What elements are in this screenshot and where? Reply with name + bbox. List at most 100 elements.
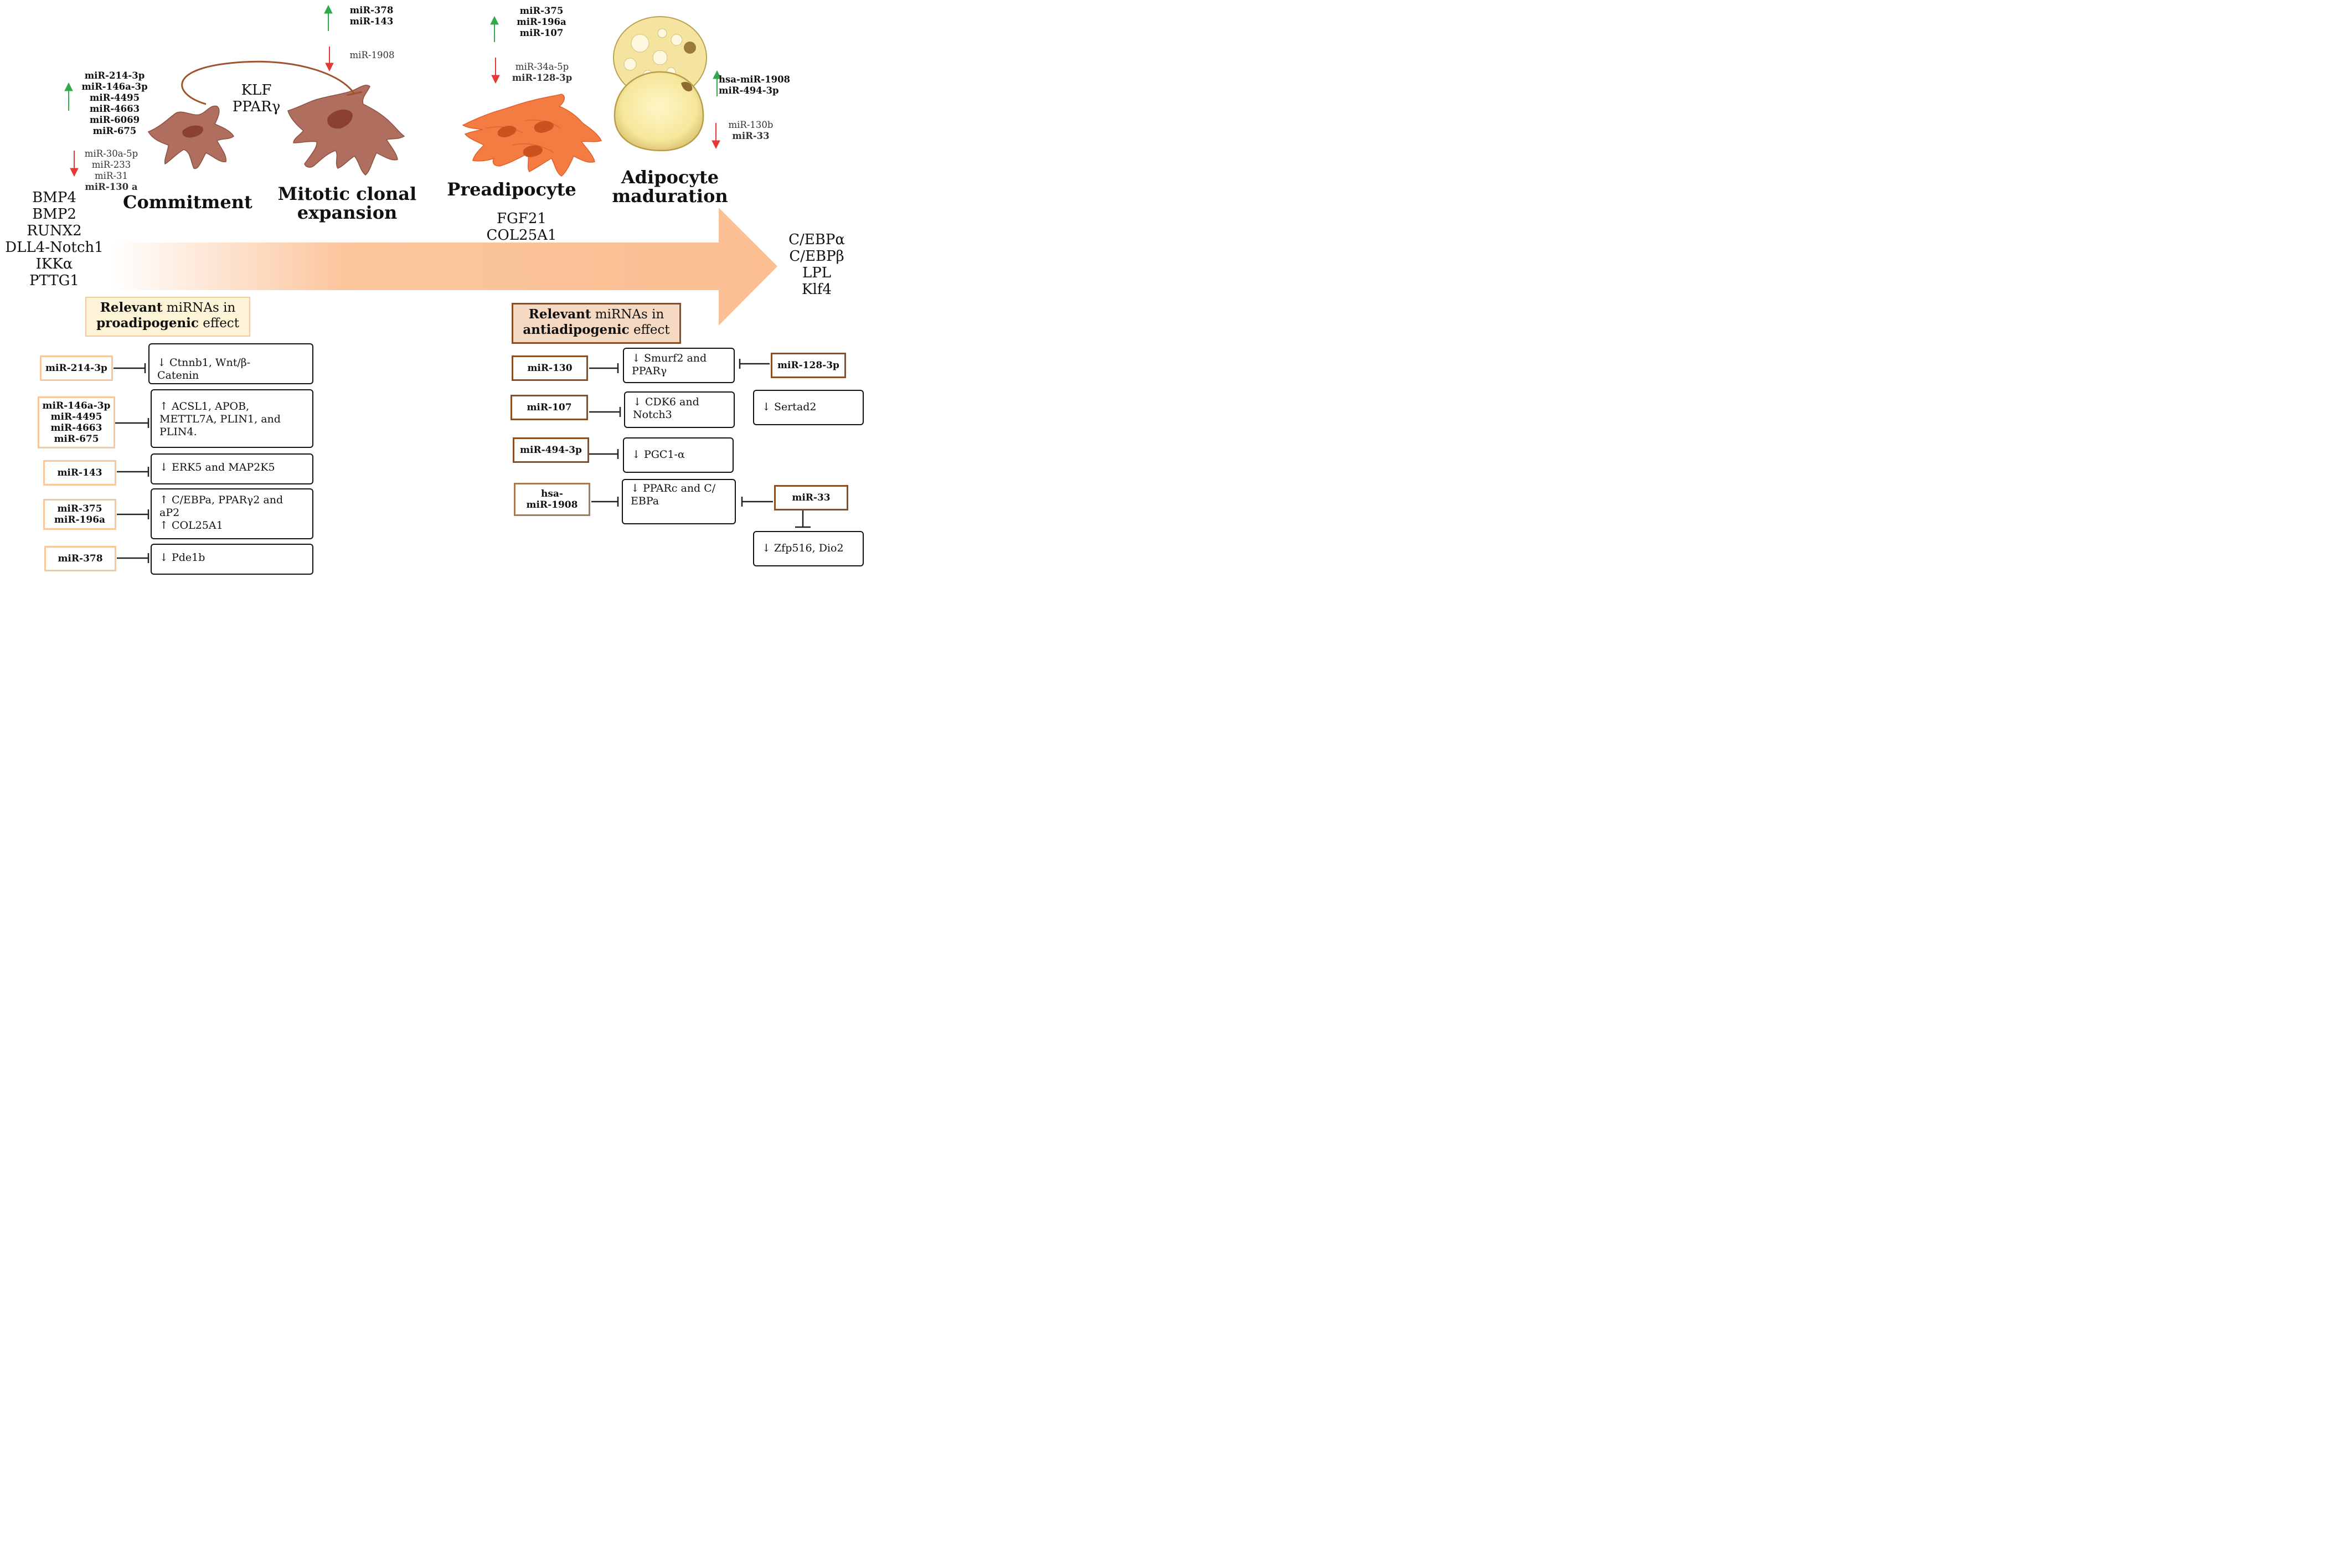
pro-target-box: ↑ ACSL1, APOB, METTL7A, PLIN1, and PLIN4… <box>151 389 313 448</box>
factor-bmp2: BMP2 <box>32 206 76 223</box>
factor-bmp4: BMP4 <box>32 189 76 206</box>
mir-label: miR-33 <box>792 492 831 503</box>
mir-item: miR-6069 <box>89 115 140 125</box>
mir-label: miR-128-3p <box>777 360 839 371</box>
differentiation-arrow <box>111 208 777 326</box>
stage-preadipocyte: Preadipocyte <box>447 179 576 200</box>
factor-ppar: PPARγ <box>232 99 281 115</box>
anti-target-box: ↓ CDK6 and Notch3 <box>624 391 735 428</box>
mir-label: miR-675 <box>54 434 99 445</box>
pro-mir-box: miR-214-3p <box>40 355 113 381</box>
anti-mir-box: miR-107 <box>511 395 588 420</box>
pro-inhibition-lines <box>114 363 149 563</box>
pro-header: Relevant miRNAs in proadipogenic effect <box>85 297 250 337</box>
anti-header-rest2: effect <box>629 323 670 337</box>
stage-mitotic-line2: expansion <box>297 202 398 223</box>
stage-adipocyte-line1: Adipocyte <box>621 167 719 188</box>
target-line: Catenin <box>157 369 199 381</box>
anti-inhibition-lines <box>589 359 811 528</box>
mir-item: miR-378 <box>349 5 394 16</box>
diagram-graphics <box>64 4 811 563</box>
mir-item: miR-146a-3p <box>81 81 148 92</box>
target-line: ↓ Smurf2 and <box>632 352 707 364</box>
pro-target-box: ↓ Pde1b <box>151 544 313 575</box>
pro-target-box: ↑ C/EBPa, PPARγ2 and aP2 ↑ COL25A1 <box>151 488 313 539</box>
mir-label: miR-1908 <box>526 499 578 510</box>
factor-klf: KLF <box>241 82 272 99</box>
stage-commitment: Commitment <box>123 192 252 213</box>
target-line: ↑ COL25A1 <box>159 519 223 532</box>
factor-col25a1: COL25A1 <box>486 227 557 244</box>
factor-cebpb: C/EBPβ <box>789 248 844 265</box>
left-factor-list: BMP4 BMP2 RUNX2 DLL4-Notch1 IKKα PTTG1 <box>0 189 109 289</box>
factor-klf4: Klf4 <box>802 281 832 298</box>
pro-mir-box: miR-375 miR-196a <box>43 499 116 530</box>
commitment-factors: KLF PPARγ <box>226 82 287 115</box>
commitment-cell <box>147 105 234 169</box>
klf-inhibition-curve <box>181 60 355 105</box>
mir-label: miR-214-3p <box>45 363 107 374</box>
mir-item: miR-675 <box>92 126 137 136</box>
mir-item: miR-31 <box>95 171 128 181</box>
target-line: aP2 <box>159 507 180 519</box>
mir-item: miR-34a-5p <box>515 61 569 72</box>
commitment-down-mirs: miR-30a-5p miR-233 miR-31 miR-130 a <box>75 148 147 193</box>
anti-target-box: ↓ PPARc and C/ EBPa <box>622 479 736 524</box>
pro-mir-box: miR-378 <box>44 546 116 571</box>
stage-mitotic: Mitotic clonal expansion <box>277 184 417 222</box>
mitotic-down-mirs: miR-1908 <box>340 50 404 61</box>
mir-item: miR-30a-5p <box>84 148 138 159</box>
stage-adipocyte-line2: maduration <box>612 185 728 207</box>
anti-target-box: ↓ Smurf2 and PPARγ <box>623 348 735 383</box>
mir-label: miR-143 <box>57 467 102 478</box>
anti-mir-box: miR-494-3p <box>513 437 589 463</box>
factor-pttg1: PTTG1 <box>29 272 79 289</box>
up-arrows <box>64 4 721 111</box>
target-line: ↓ ERK5 and MAP2K5 <box>159 461 275 473</box>
target-line: ↓ Ctnnb1, Wnt/β- <box>157 357 251 369</box>
target-line: PPARγ <box>632 365 667 377</box>
mir-item: miR-107 <box>519 28 564 38</box>
target-line: ↓ Zfp516, Dio2 <box>762 542 844 554</box>
mir-item: miR-128-3p <box>512 73 573 83</box>
pro-mir-box: miR-146a-3p miR-4495 miR-4663 miR-675 <box>38 396 115 448</box>
anti-header-rest1: miRNAs in <box>591 307 664 322</box>
mir-item: hsa-miR-1908 <box>719 74 791 85</box>
anti-target-box: ↓ PGC1-α <box>623 437 734 473</box>
mir-label: hsa- <box>540 488 563 499</box>
anti-mir-box: miR-130 <box>512 355 588 381</box>
factor-lpl: LPL <box>802 265 832 281</box>
factor-cebpa: C/EBPα <box>788 231 845 248</box>
stage-adipocyte: Adipocyte maduration <box>604 168 736 205</box>
target-line: ↓ Pde1b <box>159 551 205 564</box>
pro-header-bold1: Relevant <box>100 300 163 315</box>
mir-label: miR-375 <box>57 503 102 514</box>
mir-33-box: miR-33 <box>774 485 848 510</box>
mir-item: miR-233 <box>91 159 131 170</box>
zfp516-box: ↓ Zfp516, Dio2 <box>753 531 864 566</box>
mir-item: miR-130b <box>728 120 774 130</box>
pro-header-rest1: miRNAs in <box>162 301 236 315</box>
mitotic-up-mirs: miR-378 miR-143 <box>339 5 404 27</box>
mir-label: miR-4663 <box>50 422 102 434</box>
adipocyte-down-mirs: miR-130b miR-33 <box>723 120 778 142</box>
right-factor-list: C/EBPα C/EBPβ LPL Klf4 <box>781 231 853 298</box>
factor-fgf21: FGF21 <box>497 210 546 227</box>
preadipocyte-cells <box>462 94 602 177</box>
target-line: ↓ PPARc and C/ <box>631 482 716 494</box>
mir-label: miR-196a <box>54 514 106 525</box>
mir-item: miR-494-3p <box>719 85 779 96</box>
anti-header-bold1: Relevant <box>528 307 591 322</box>
target-line: METTL7A, PLIN1, and <box>159 413 281 425</box>
target-line: ↑ C/EBPa, PPARγ2 and <box>159 494 283 506</box>
mir-128-box: miR-128-3p <box>771 353 846 378</box>
target-line: ↑ ACSL1, APOB, <box>159 400 250 412</box>
factor-dll4-notch1: DLL4-Notch1 <box>5 239 104 256</box>
anti-header-bold2: antiadipogenic <box>523 322 630 337</box>
mir-label: miR-146a-3p <box>42 400 111 411</box>
mir-item: miR-1908 <box>349 50 395 60</box>
mir-label: miR-130 <box>527 363 573 374</box>
mir-item: miR-196a <box>517 17 566 27</box>
mir-label: miR-107 <box>527 402 572 413</box>
mir-label: miR-494-3p <box>520 445 582 456</box>
